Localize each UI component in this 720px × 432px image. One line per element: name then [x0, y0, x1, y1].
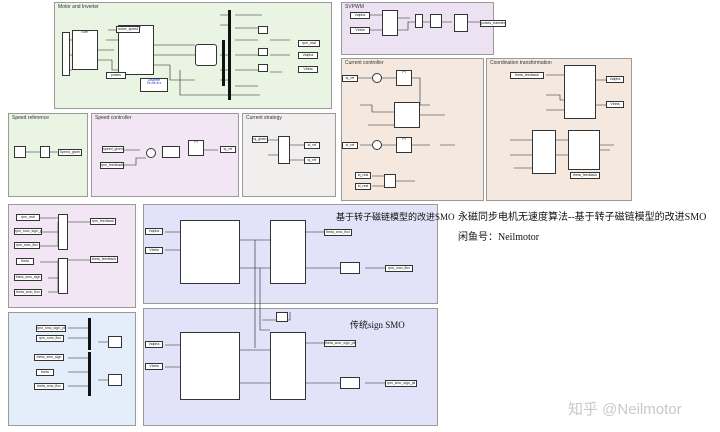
- theta-smo-sign-tag[interactable]: theta_smo_sign: [14, 274, 42, 281]
- discrete-powergui[interactable]: Discrete Ts=5e-6 s: [140, 78, 168, 92]
- current-strategy-block[interactable]: [278, 136, 290, 164]
- speed-given-output[interactable]: Speed_given: [58, 149, 82, 156]
- pulse-tag[interactable]: pulses: [106, 72, 126, 79]
- watermark: 知乎 @Neilmotor: [568, 401, 682, 418]
- rpm-smo-sign-pll-tag[interactable]: rpm_smo_sign_pll: [14, 228, 42, 235]
- panel-title: SVPWM: [345, 4, 364, 10]
- smo-valpha-input[interactable]: Valpha: [145, 228, 163, 235]
- iq-real-tag[interactable]: iq_real: [355, 172, 371, 179]
- rpm-feedback-input[interactable]: rpm_feedback: [100, 162, 124, 169]
- panel-title: Motor and Inverter: [58, 4, 99, 10]
- sign-valpha-input[interactable]: Valpha: [145, 341, 163, 348]
- step-block[interactable]: [14, 146, 26, 158]
- flux-pll-block[interactable]: [270, 220, 306, 284]
- panel-title: Current controller: [345, 60, 384, 66]
- sign-vbeta-input[interactable]: Vbeta: [145, 363, 163, 370]
- id-ref-output[interactable]: id_ref: [304, 142, 320, 149]
- sum-block-d[interactable]: [372, 140, 382, 150]
- decoupling-block[interactable]: [394, 102, 420, 128]
- gain-block-2[interactable]: [258, 48, 268, 56]
- park-block[interactable]: [568, 130, 600, 170]
- lowpass-filter-block[interactable]: [340, 262, 360, 274]
- iq-given-input[interactable]: iq_given: [252, 136, 268, 143]
- description-line-1: 永磁同步电机无速度算法--基于转子磁链模型的改进SMO: [458, 212, 707, 223]
- scope-block[interactable]: [108, 336, 122, 348]
- sign-smo-observer-block[interactable]: [180, 332, 240, 400]
- clarke-inverse-block[interactable]: [415, 14, 423, 28]
- iq-ref-output-2[interactable]: iq_ref: [304, 157, 320, 164]
- iq-ref-output[interactable]: iq_ref: [220, 146, 236, 153]
- rpm-real-tag[interactable]: rpm_real: [16, 214, 40, 221]
- demux-bar-2: [222, 40, 225, 86]
- iq-ref-tag[interactable]: iq_ref: [342, 75, 358, 82]
- valpha-out-tag[interactable]: Valpha: [606, 76, 624, 83]
- rate-limiter-block[interactable]: [40, 146, 50, 158]
- description-line-2: 闲鱼号：Neilmotor: [458, 232, 540, 243]
- scope-theta-tag[interactable]: theta: [36, 369, 54, 376]
- speed-real-tag[interactable]: rpm_real: [298, 40, 320, 47]
- scope-panel: [8, 312, 136, 426]
- valpha-tag[interactable]: Valpha: [298, 52, 318, 59]
- flux-smo-observer-block[interactable]: [180, 220, 240, 284]
- theta-feedback-tag-2[interactable]: theta_feedback: [570, 172, 600, 179]
- scope-theta-smo-sign-tag[interactable]: theta_smo_sign: [34, 354, 64, 361]
- scope-rpm-smo-sign-tag[interactable]: rpm_smo_sign_pll: [36, 325, 66, 332]
- product-block[interactable]: [384, 174, 396, 188]
- theta-feedback-output[interactable]: theta_feedback: [90, 256, 118, 263]
- inverter-block[interactable]: IGBT: [72, 30, 98, 70]
- pi-speed-block[interactable]: PI: [188, 140, 204, 156]
- motor-speed-tag[interactable]: motor_speed: [116, 26, 140, 33]
- pi-block-q[interactable]: PI: [396, 70, 412, 86]
- park-inverse-block[interactable]: [564, 65, 596, 119]
- vbeta-tag[interactable]: Vbeta: [298, 66, 318, 73]
- demux-bar: [228, 10, 231, 100]
- scope-theta-smo-flux-tag[interactable]: theta_smo_flux: [34, 383, 64, 390]
- mux-bar-2: [88, 352, 91, 396]
- panel-title: Current strategy: [246, 115, 282, 121]
- scope-block-2[interactable]: [108, 374, 122, 386]
- compare-block[interactable]: [454, 14, 468, 32]
- sign-pll-block[interactable]: [270, 332, 306, 400]
- switch-block[interactable]: [58, 214, 68, 250]
- sum-block[interactable]: [372, 73, 382, 83]
- sign-scope-block[interactable]: [276, 312, 288, 322]
- mux-bar: [88, 318, 91, 350]
- switch-block-2[interactable]: [58, 258, 68, 294]
- dc-source-block[interactable]: [62, 32, 70, 76]
- pulses-transfer-tag[interactable]: pulses_transfer: [480, 20, 506, 27]
- id-ref-tag[interactable]: id_ref: [342, 142, 358, 149]
- id-real-tag[interactable]: id_real: [355, 183, 371, 190]
- pi-block-d[interactable]: PI: [396, 137, 412, 153]
- rpm-feedback-output[interactable]: rpm_feedback: [90, 218, 116, 225]
- theta-smo-flux-output[interactable]: theta_smo_flux: [324, 229, 352, 236]
- sawtooth-block[interactable]: [430, 14, 442, 28]
- sign-smo-title: 传统sign SMO: [350, 320, 405, 330]
- svpwm-valpha-input[interactable]: Valpha: [350, 12, 370, 19]
- sign-lowpass-block[interactable]: [340, 377, 360, 389]
- gain-block[interactable]: [258, 26, 268, 34]
- speed-display: [195, 44, 217, 66]
- sum-speed-block[interactable]: [146, 148, 156, 158]
- gain-speed-block[interactable]: [162, 146, 180, 158]
- scope-rpm-smo-flux-tag[interactable]: rpm_smo_flux: [36, 335, 64, 342]
- theta-feedback-tag[interactable]: theta_feedback: [510, 72, 544, 79]
- panel-title: Speed reference: [12, 115, 49, 121]
- improved-smo-title: 基于转子磁链模型的改进SMO: [336, 212, 455, 222]
- speed-given-input[interactable]: speed_given: [102, 146, 124, 153]
- rpm-smo-flux-tag[interactable]: rpm_smo_flux: [14, 242, 40, 249]
- theta-smo-sign-output[interactable]: theta_smo_sign_pll: [324, 340, 356, 347]
- rpm-smo-sign-output[interactable]: rpm_smo_sign_pll: [385, 380, 417, 387]
- svpwm-vbeta-input[interactable]: Vbeta: [350, 27, 370, 34]
- panel-title: Coordination transformation: [490, 60, 552, 66]
- theta-smo-flux-tag[interactable]: theta_smo_flux: [14, 289, 42, 296]
- smo-vbeta-input[interactable]: Vbeta: [145, 247, 163, 254]
- theta-tag[interactable]: theta: [16, 258, 34, 265]
- clarke-block[interactable]: [532, 130, 556, 174]
- gain-block-3[interactable]: [258, 64, 268, 72]
- panel-title: Speed controller: [95, 115, 132, 121]
- vbeta-out-tag[interactable]: Vbeta: [606, 101, 624, 108]
- sector-block[interactable]: [382, 10, 398, 36]
- rpm-smo-flux-output[interactable]: rpm_smo_flux: [385, 265, 413, 272]
- current-controller-panel: Current controller: [341, 58, 484, 201]
